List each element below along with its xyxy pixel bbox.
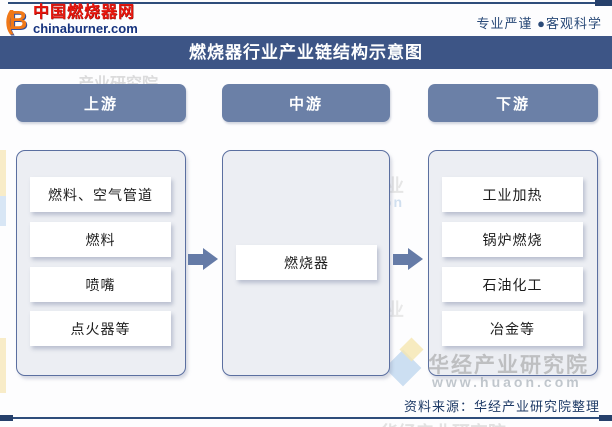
arrow-shaft bbox=[393, 254, 408, 265]
arrow-shaft bbox=[188, 254, 203, 265]
top-divider bbox=[8, 2, 596, 4]
node-item: 燃烧器 bbox=[236, 245, 377, 280]
chinaburner-logo-icon: (B bbox=[5, 5, 27, 35]
source-note: 资料来源：华经产业研究院整理 bbox=[403, 399, 600, 414]
node-item: 点火器等 bbox=[30, 311, 171, 346]
bottom-divider bbox=[10, 417, 602, 419]
node-item: 燃料 bbox=[30, 222, 171, 257]
column-header-upstream: 上游 bbox=[16, 84, 186, 122]
site-logo-title: 中国燃烧器网 bbox=[33, 4, 136, 21]
top-divider-end-cap bbox=[595, 0, 612, 6]
column-header-downstream: 下游 bbox=[428, 84, 598, 122]
node-item: 冶金等 bbox=[442, 311, 583, 346]
watermark-site-url: www.huaon.com bbox=[432, 374, 582, 390]
watermark-edge-shape bbox=[0, 338, 6, 393]
panel-midstream: 燃烧器 bbox=[222, 150, 390, 376]
node-item: 燃料、空气管道 bbox=[30, 177, 171, 212]
page-title: 燃烧器行业产业链结构示意图 bbox=[189, 43, 423, 62]
panel-downstream: 工业加热 锅炉燃烧 石油化工 冶金等 bbox=[428, 150, 598, 376]
watermark-diamond-shape bbox=[384, 349, 422, 387]
chart-title-bar: 燃烧器行业产业链结构示意图 bbox=[0, 36, 612, 69]
bottom-divider-right-cap bbox=[599, 415, 612, 421]
node-item: 锅炉燃烧 bbox=[442, 222, 583, 257]
watermark-edge-shape bbox=[0, 196, 6, 226]
slogan-text: 专业严谨 ●客观科学 bbox=[476, 16, 602, 31]
watermark-ghost-text: 华经产业研究院 bbox=[380, 419, 506, 427]
watermark-edge-shape bbox=[0, 150, 6, 196]
column-header-midstream: 中游 bbox=[222, 84, 390, 122]
node-item: 工业加热 bbox=[442, 177, 583, 212]
arrow-head bbox=[408, 248, 423, 270]
watermark-diamond-shape bbox=[399, 337, 424, 362]
flow-arrow-right-icon bbox=[188, 248, 218, 270]
flow-arrow-right-icon bbox=[393, 248, 423, 270]
node-item: 石油化工 bbox=[442, 267, 583, 302]
node-item: 喷嘴 bbox=[30, 267, 171, 302]
panel-upstream: 燃料、空气管道 燃料 喷嘴 点火器等 bbox=[16, 150, 186, 376]
bottom-divider-left-cap bbox=[0, 415, 13, 421]
site-logo[interactable]: (B 中国燃烧器网 chinaburner.com bbox=[5, 3, 138, 40]
arrow-head bbox=[203, 248, 218, 270]
